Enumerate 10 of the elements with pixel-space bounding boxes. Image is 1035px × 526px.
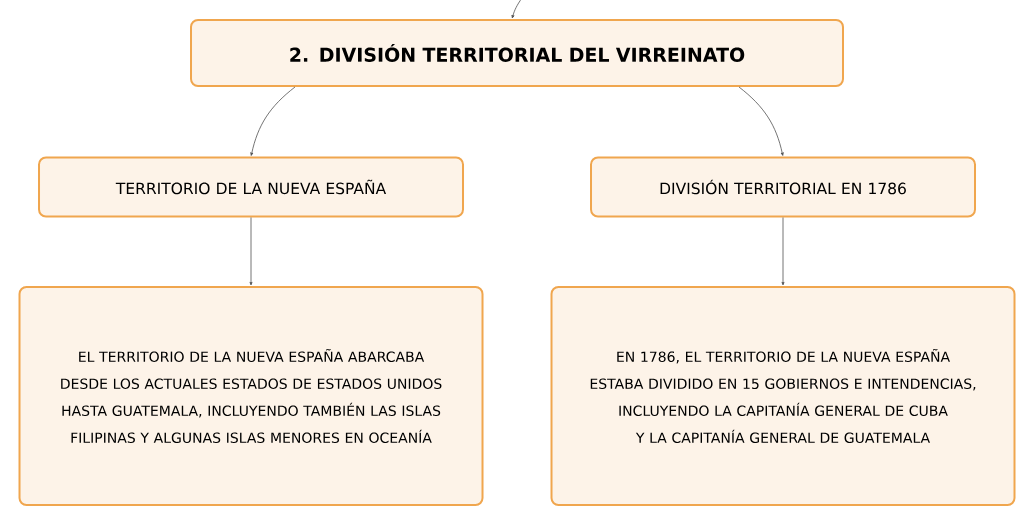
arrow <box>738 86 784 156</box>
title-box: 2. DIVISIÓN TERRITORIAL DEL VIRREINATO <box>190 19 844 87</box>
arrow <box>511 0 523 19</box>
description-box: EL TERRITORIO DE LA NUEVA ESPAÑA ABARCABA DESDE LOS ACTUALES ESTADOS DE ESTADOS UNIDOS HASTA GUATEMALA, INCLUYENDO TAMBIÉN LAS ISLAS FILIPINAS Y ALGUNAS ISLAS MENORES EN OCEANÍA <box>18 286 484 506</box>
arrow <box>781 217 785 286</box>
arrow <box>250 86 296 156</box>
description-box: EN 1786, EL TERRITORIO DE LA NUEVA ESPAÑA ESTABA DIVIDIDO EN 15 GOBIERNOS E INTENDENCIAS, INCLUYENDO LA CAPITANÍA GENERAL DE CUBA Y LA CAPITANÍA GENERAL DE GUATEMALA <box>550 286 1016 506</box>
topic-box: TERRITORIO DE LA NUEVA ESPAÑA <box>38 156 464 218</box>
topic-box: DIVISIÓN TERRITORIAL EN 1786 <box>590 156 976 218</box>
arrow <box>249 217 253 286</box>
